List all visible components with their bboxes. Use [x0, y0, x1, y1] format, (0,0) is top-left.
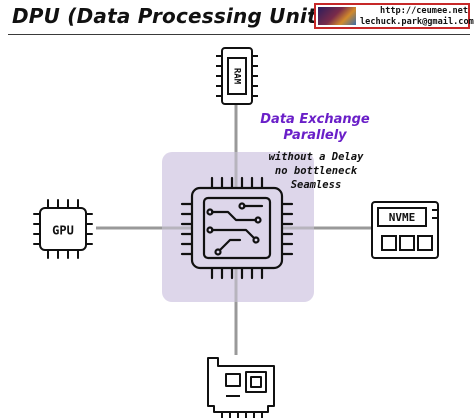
annotation-sub1: without a Delay: [268, 151, 364, 163]
badge-logo: [318, 7, 356, 25]
author-badge: http://ceumee.net lechuck.park@gmail.com: [314, 3, 474, 29]
nvme-label: NVME: [389, 211, 416, 224]
ram-label: RAM: [232, 68, 242, 85]
page-title: DPU (Data Processing Unit): [12, 4, 327, 28]
annotation-details: without a Delay no bottleneck Seamless: [254, 150, 378, 192]
annotation-line1: Data Exchange: [260, 112, 370, 127]
ram-module-icon: [216, 47, 258, 105]
gpu-chip-icon: [33, 199, 93, 259]
annotation-sub3: Seamless: [290, 179, 342, 191]
network-interface-card-icon: [207, 357, 275, 418]
badge-url[interactable]: http://ceumee.net: [380, 6, 468, 16]
annotation-sub2: no bottleneck: [274, 165, 358, 177]
annotation-line2: Parallely: [283, 128, 347, 143]
nvme-ssd-icon: [371, 201, 439, 259]
processor-chip-icon: [180, 176, 294, 280]
badge-text: http://ceumee.net lechuck.park@gmail.com: [360, 6, 474, 27]
gpu-label: GPU: [52, 224, 74, 238]
badge-email[interactable]: lechuck.park@gmail.com: [360, 16, 474, 27]
title-divider: [8, 34, 470, 35]
annotation-headline: Data Exchange Parallely: [246, 112, 384, 144]
